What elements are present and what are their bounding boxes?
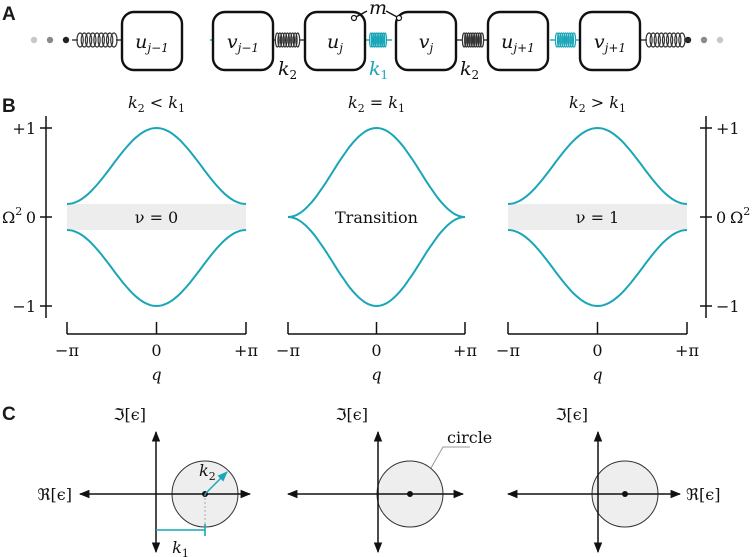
y-axis-label-right: Ω2 bbox=[730, 205, 750, 227]
x-tick-label: 0 bbox=[371, 341, 381, 360]
x-tick-label: 0 bbox=[151, 341, 161, 360]
masses: uj−1 vj−1 uj vj uj+1 vj+1 bbox=[120, 10, 642, 72]
real-axis-label: ℜ[ϵ] bbox=[38, 485, 72, 504]
x-tick-label: −π bbox=[55, 341, 79, 360]
x-tick-label: +π bbox=[675, 341, 699, 360]
y-axis-label-left: Ω2 bbox=[2, 205, 22, 227]
band-plot: k2 > k1 ν = 1 −π 0 +π q bbox=[496, 93, 699, 384]
chain-dot bbox=[46, 36, 54, 44]
x-tick-label: −π bbox=[496, 341, 520, 360]
x-tick-label: +π bbox=[453, 341, 477, 360]
mass-label: uj+1 bbox=[501, 31, 535, 55]
complex-plane: ℑ[ϵ] circle bbox=[286, 405, 492, 554]
k2-radius-arrow bbox=[204, 471, 228, 495]
y-tick-minus1-left: −1 bbox=[12, 297, 36, 316]
band-plot-title: k2 < k1 bbox=[128, 93, 185, 115]
x-tick-label: 0 bbox=[592, 341, 602, 360]
chain-dot bbox=[700, 36, 708, 44]
mass-block: vj+1 bbox=[578, 10, 642, 72]
real-axis-label: ℜ[ϵ] bbox=[686, 485, 720, 504]
mass-label: uj bbox=[327, 31, 343, 55]
mass-block: vj−1 bbox=[211, 10, 275, 72]
spring-k1 bbox=[364, 32, 392, 48]
band-plot-title: k2 = k1 bbox=[348, 93, 405, 115]
m-node-right bbox=[395, 14, 403, 22]
lower-band bbox=[287, 216, 466, 308]
circle-center bbox=[622, 491, 628, 497]
y-tick-minus1-right: −1 bbox=[716, 297, 740, 316]
spring-k1 bbox=[550, 32, 581, 48]
y-tick-plus1-right: +1 bbox=[716, 119, 740, 138]
upper-band bbox=[287, 126, 466, 218]
k2-radius-label: k2 bbox=[199, 461, 216, 483]
complex-plane: ℑ[ϵ] ℜ[ϵ] k2 k1 bbox=[38, 405, 252, 557]
panel-letter-b: B bbox=[2, 96, 16, 117]
gap-label: Transition bbox=[335, 208, 418, 227]
band-structure-panels: k2 < k1 ν = 0 −π 0 +π q k2 = k1 Transition −π 0 +π… bbox=[55, 93, 699, 384]
right-y-axis: +1 0 −1 Ω2 bbox=[700, 116, 750, 318]
circle-callout-label: circle bbox=[447, 428, 492, 447]
mass-label: uj−1 bbox=[135, 31, 169, 55]
spring-k2 bbox=[270, 32, 305, 48]
panel-letter-c: C bbox=[2, 404, 16, 425]
k1-label: k1 bbox=[369, 58, 388, 82]
mass-label: vj−1 bbox=[227, 31, 259, 55]
upper-band bbox=[507, 126, 688, 205]
mass-label: vj bbox=[419, 31, 434, 55]
x-axis-label: q bbox=[371, 365, 381, 384]
circle-center bbox=[407, 491, 413, 497]
chain-dot bbox=[30, 36, 38, 44]
band-plot: k2 < k1 ν = 0 −π 0 +π q bbox=[55, 93, 258, 384]
chain-dot bbox=[62, 36, 70, 44]
band-gap bbox=[67, 204, 246, 230]
upper-band bbox=[66, 126, 247, 205]
circle-callout-line bbox=[430, 446, 470, 469]
mass-label: vj+1 bbox=[594, 31, 626, 55]
gap-label: ν = 1 bbox=[576, 208, 619, 227]
imag-axis-label: ℑ[ϵ] bbox=[113, 405, 146, 424]
mass-block: uj bbox=[303, 10, 367, 72]
complex-planes: ℑ[ϵ] ℜ[ϵ] k2 k1 ℑ[ϵ] circle ℑ[ϵ] ℜ[ϵ] bbox=[38, 405, 721, 557]
chain-diagram: uj−1 vj−1 uj vj uj+1 vj+1 m k2 k1 k2 bbox=[30, 0, 724, 82]
k2-label-right: k2 bbox=[460, 58, 479, 82]
panel-letter-a: A bbox=[2, 4, 16, 25]
imag-axis-label: ℑ[ϵ] bbox=[335, 405, 368, 424]
k1-offset-label: k1 bbox=[172, 538, 189, 557]
x-axis-label: q bbox=[592, 365, 602, 384]
mass-block: vj bbox=[394, 10, 458, 72]
left-y-axis: +1 0 −1 Ω2 bbox=[2, 116, 52, 318]
mass-block: uj−1 bbox=[120, 10, 184, 72]
complex-plane: ℑ[ϵ] ℜ[ϵ] bbox=[506, 405, 720, 554]
k2-label-left: k2 bbox=[278, 58, 297, 82]
spring-left-end bbox=[72, 32, 122, 48]
y-tick-0-right: 0 bbox=[716, 208, 726, 227]
spring-k2 bbox=[457, 32, 489, 48]
mass-block: uj+1 bbox=[486, 10, 550, 72]
mass-m-label: m bbox=[369, 0, 387, 19]
y-tick-0-left: 0 bbox=[26, 208, 36, 227]
band-gap bbox=[508, 204, 687, 230]
y-tick-plus1-left: +1 bbox=[12, 119, 36, 138]
band-plot-title: k2 > k1 bbox=[569, 93, 626, 115]
chain-dot bbox=[716, 36, 724, 44]
spring-right-end bbox=[641, 32, 690, 48]
m-node-left bbox=[350, 14, 358, 22]
lower-band bbox=[507, 229, 688, 308]
x-tick-label: −π bbox=[276, 341, 300, 360]
lower-band bbox=[66, 229, 247, 308]
x-axis-label: q bbox=[151, 365, 161, 384]
band-plot: k2 = k1 Transition −π 0 +π q bbox=[276, 93, 477, 384]
x-tick-label: +π bbox=[234, 341, 258, 360]
gap-label: ν = 0 bbox=[135, 208, 178, 227]
imag-axis-label: ℑ[ϵ] bbox=[555, 405, 588, 424]
